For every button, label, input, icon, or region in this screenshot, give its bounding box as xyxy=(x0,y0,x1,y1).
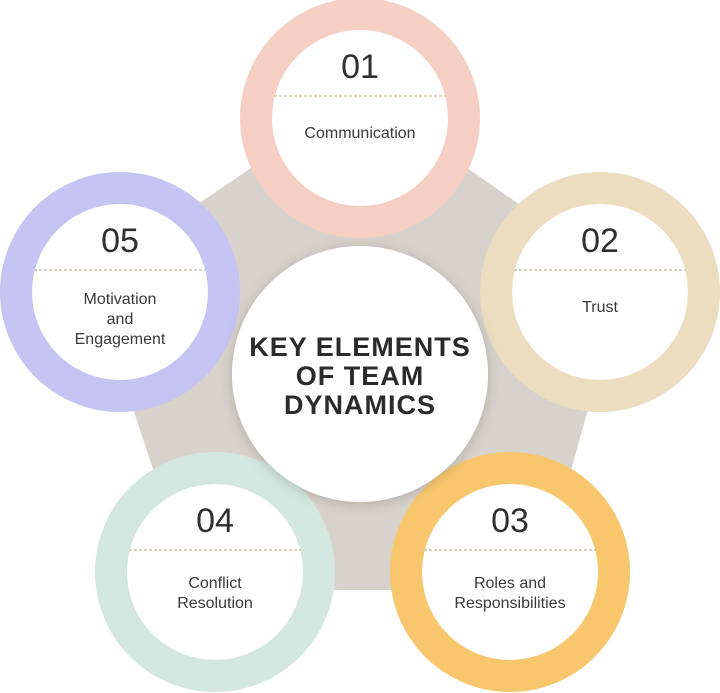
element-label: Engagement xyxy=(75,331,166,348)
element-number: 01 xyxy=(341,48,379,86)
element-label: Trust xyxy=(582,299,618,316)
element-label: Conflict xyxy=(188,575,242,592)
element-number: 02 xyxy=(581,222,619,260)
ring-inner xyxy=(32,204,208,380)
title-line: DYNAMICS xyxy=(284,390,436,420)
ring-inner xyxy=(512,204,688,380)
element-number: 04 xyxy=(196,502,234,540)
title-line: OF TEAM xyxy=(296,361,425,391)
ring-inner xyxy=(422,484,598,660)
title-line: KEY ELEMENTS xyxy=(249,332,471,362)
element-label: Roles and xyxy=(474,575,546,592)
element-label: Communication xyxy=(304,125,415,142)
element-label: Responsibilities xyxy=(454,595,565,612)
element-label: and xyxy=(107,311,134,328)
element-label: Resolution xyxy=(177,595,253,612)
element-number: 03 xyxy=(491,502,529,540)
element-number: 05 xyxy=(101,222,139,260)
element-label: Motivation xyxy=(84,291,157,308)
ring-inner xyxy=(127,484,303,660)
center-circle xyxy=(232,246,488,502)
ring-inner xyxy=(272,30,448,206)
